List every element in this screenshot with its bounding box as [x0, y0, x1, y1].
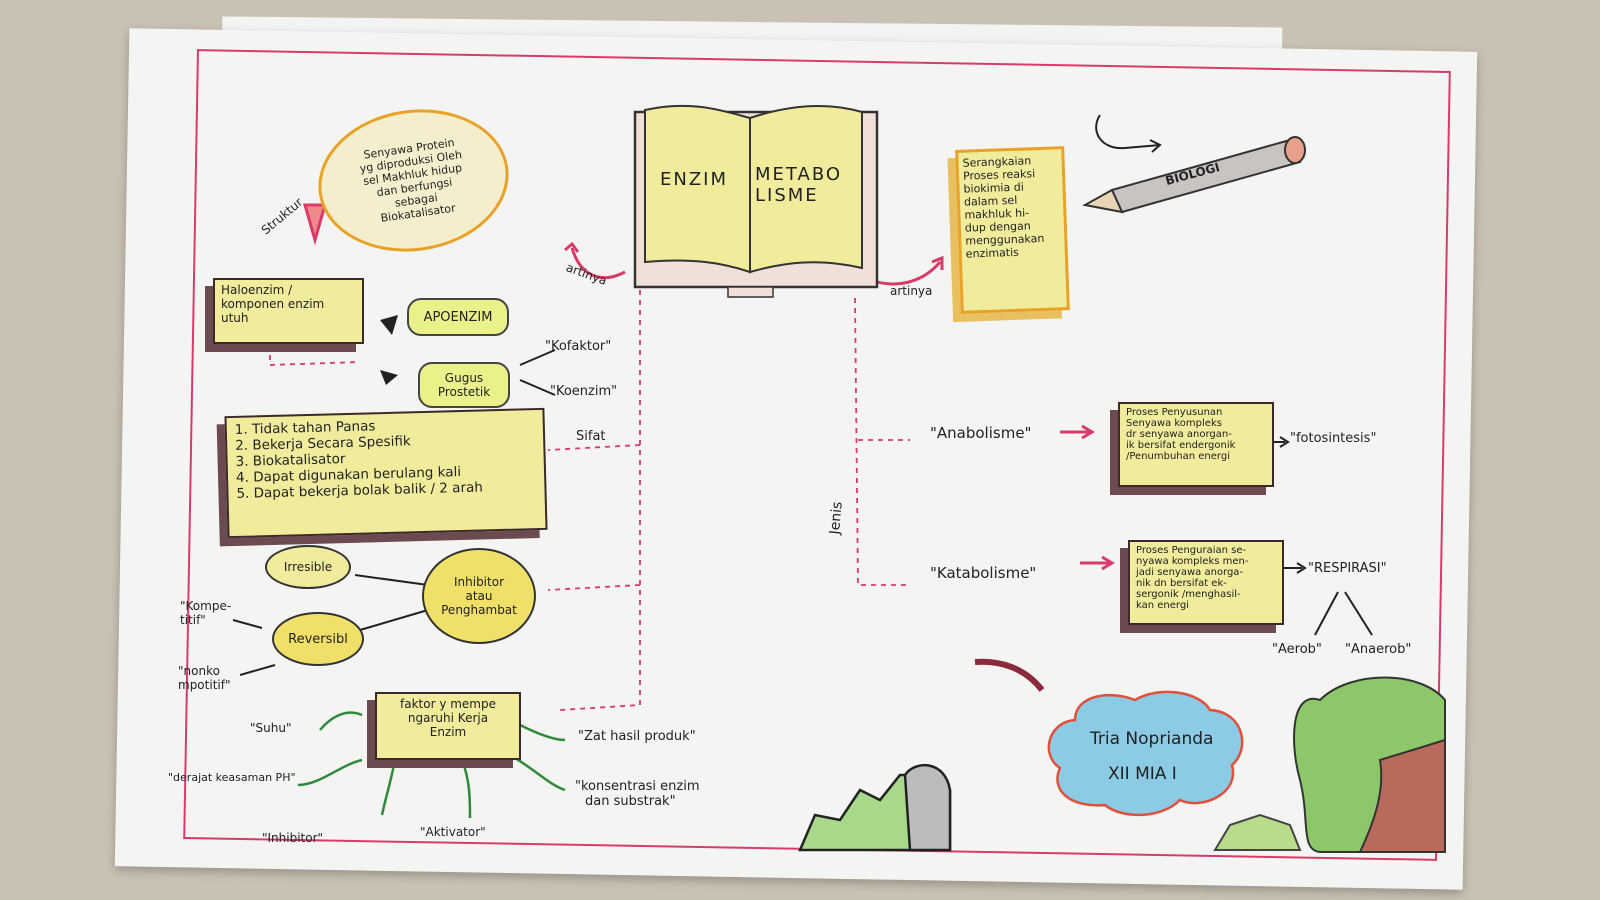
anabolisme-line: Proses Penyusunan: [1126, 407, 1223, 418]
anabolisme-line: Senyawa kompleks: [1126, 418, 1222, 429]
faktor-line: faktor y mempe: [400, 697, 496, 711]
koenzim-label: "Koenzim": [550, 384, 618, 399]
anabolisme-line: ik bersifat endergonik: [1126, 440, 1236, 451]
faktor-suhu: "Suhu": [250, 721, 292, 735]
gugus-prostetik-node: Gugus Prostetik: [418, 362, 510, 408]
konsentrasi-line: dan substrak": [585, 793, 676, 809]
faktor-ph: "derajat keasaman PH": [168, 771, 296, 784]
katabolisme-label: "Katabolisme": [930, 564, 1037, 582]
nonkompetitif-label: "nonko mpotitif": [178, 664, 231, 693]
book-icon: [633, 104, 879, 298]
katabolisme-line: nik dn bersifat ek-: [1136, 578, 1227, 589]
katabolisme-line: kan energi: [1136, 600, 1189, 611]
respirasi-label: "RESPIRASI": [1308, 561, 1387, 576]
katabolisme-line: nyawa kompleks men-: [1136, 556, 1249, 567]
anabolisme-line: /Penumbuhan energi: [1126, 451, 1230, 462]
konsentrasi-line: "konsentrasi enzim: [575, 779, 700, 794]
faktor-zat-hasil: "Zat hasil produk": [578, 729, 696, 744]
curved-arrow-icon: [974, 658, 1045, 692]
katabolisme-line: Proses Penguraian se-: [1136, 545, 1247, 556]
faktor-konsentrasi: "konsentrasi enzim dan substrak": [575, 779, 700, 810]
faktor-line: Enzim: [429, 725, 467, 739]
artinya-right-label: artinya: [890, 284, 933, 298]
jenis-label: Jenis: [826, 501, 846, 536]
faktor-aktivator: "Aktivator": [420, 825, 486, 839]
inhibitor-line: atau: [465, 589, 493, 603]
faktor-inhibitor: "Inhibitor": [262, 831, 324, 845]
author-class: XII MIA I: [1108, 764, 1177, 784]
fotosintesis-label: "fotosintesis": [1290, 431, 1377, 446]
gugus-line: Prostetik: [437, 385, 491, 399]
tree-icon: [1213, 676, 1446, 853]
sifat-label: Sifat: [576, 429, 606, 444]
aerob-label: "Aerob": [1272, 642, 1322, 657]
holoenzim-line: komponen enzim: [221, 297, 325, 311]
nonkompetitif-line: mpotitif": [178, 677, 231, 692]
pencil-icon: [1082, 136, 1306, 214]
holoenzim-line: utuh: [221, 311, 249, 325]
irreversible-node: Irresible: [265, 545, 351, 589]
metabolisme-def-line: enzimatis: [965, 245, 1020, 261]
kompetitif-line: "Kompe-: [180, 599, 232, 613]
gugus-line: Gugus: [444, 371, 484, 385]
kompetitif-label: "Kompe- titif": [180, 599, 232, 628]
katabolisme-line: sergonik /menghasil-: [1136, 589, 1241, 600]
kofaktor-label: "Kofaktor": [545, 339, 612, 354]
anabolisme-label: "Anabolisme": [930, 424, 1032, 442]
faktor-line: ngaruhi Kerja: [407, 711, 489, 725]
apoenzim-node: APOENZIM: [407, 298, 509, 336]
nonkompetitif-line: "nonko: [178, 664, 220, 678]
anabolisme-box: Proses Penyusunan Senyawa kompleks dr se…: [1118, 402, 1274, 487]
katabolisme-line: jadi senyawa anorga-: [1136, 567, 1244, 578]
author-name: Tria Noprianda: [1090, 729, 1214, 749]
holoenzim-box: Haloenzim / komponen enzim utuh: [213, 278, 364, 344]
inhibitor-line: Penghambat: [441, 603, 517, 617]
book-right-title: METABO LISME: [755, 164, 843, 206]
sifat-list-box: 1. Tidak tahan Panas 2. Bekerja Secara S…: [224, 407, 548, 539]
author-cloud: [1047, 690, 1244, 817]
faktor-box: faktor y mempe ngaruhi Kerja Enzim: [375, 692, 521, 760]
inhibitor-line: Inhibitor: [453, 575, 504, 589]
metabolisme-definition-box: Serangkaian Proses reaksi biokimia di da…: [955, 146, 1070, 314]
kompetitif-line: titif": [180, 612, 206, 627]
bush-icon: [798, 763, 952, 852]
katabolisme-box: Proses Penguraian se- nyawa kompleks men…: [1128, 540, 1284, 625]
inhibitor-node: Inhibitor atau Penghambat: [422, 548, 536, 644]
book-left-title: ENZIM: [660, 169, 729, 190]
reversible-node: Reversibl: [272, 612, 364, 666]
anabolisme-line: dr senyawa anorgan-: [1126, 429, 1232, 440]
anaerob-label: "Anaerob": [1345, 642, 1412, 657]
holoenzim-line: Haloenzim /: [221, 283, 293, 297]
